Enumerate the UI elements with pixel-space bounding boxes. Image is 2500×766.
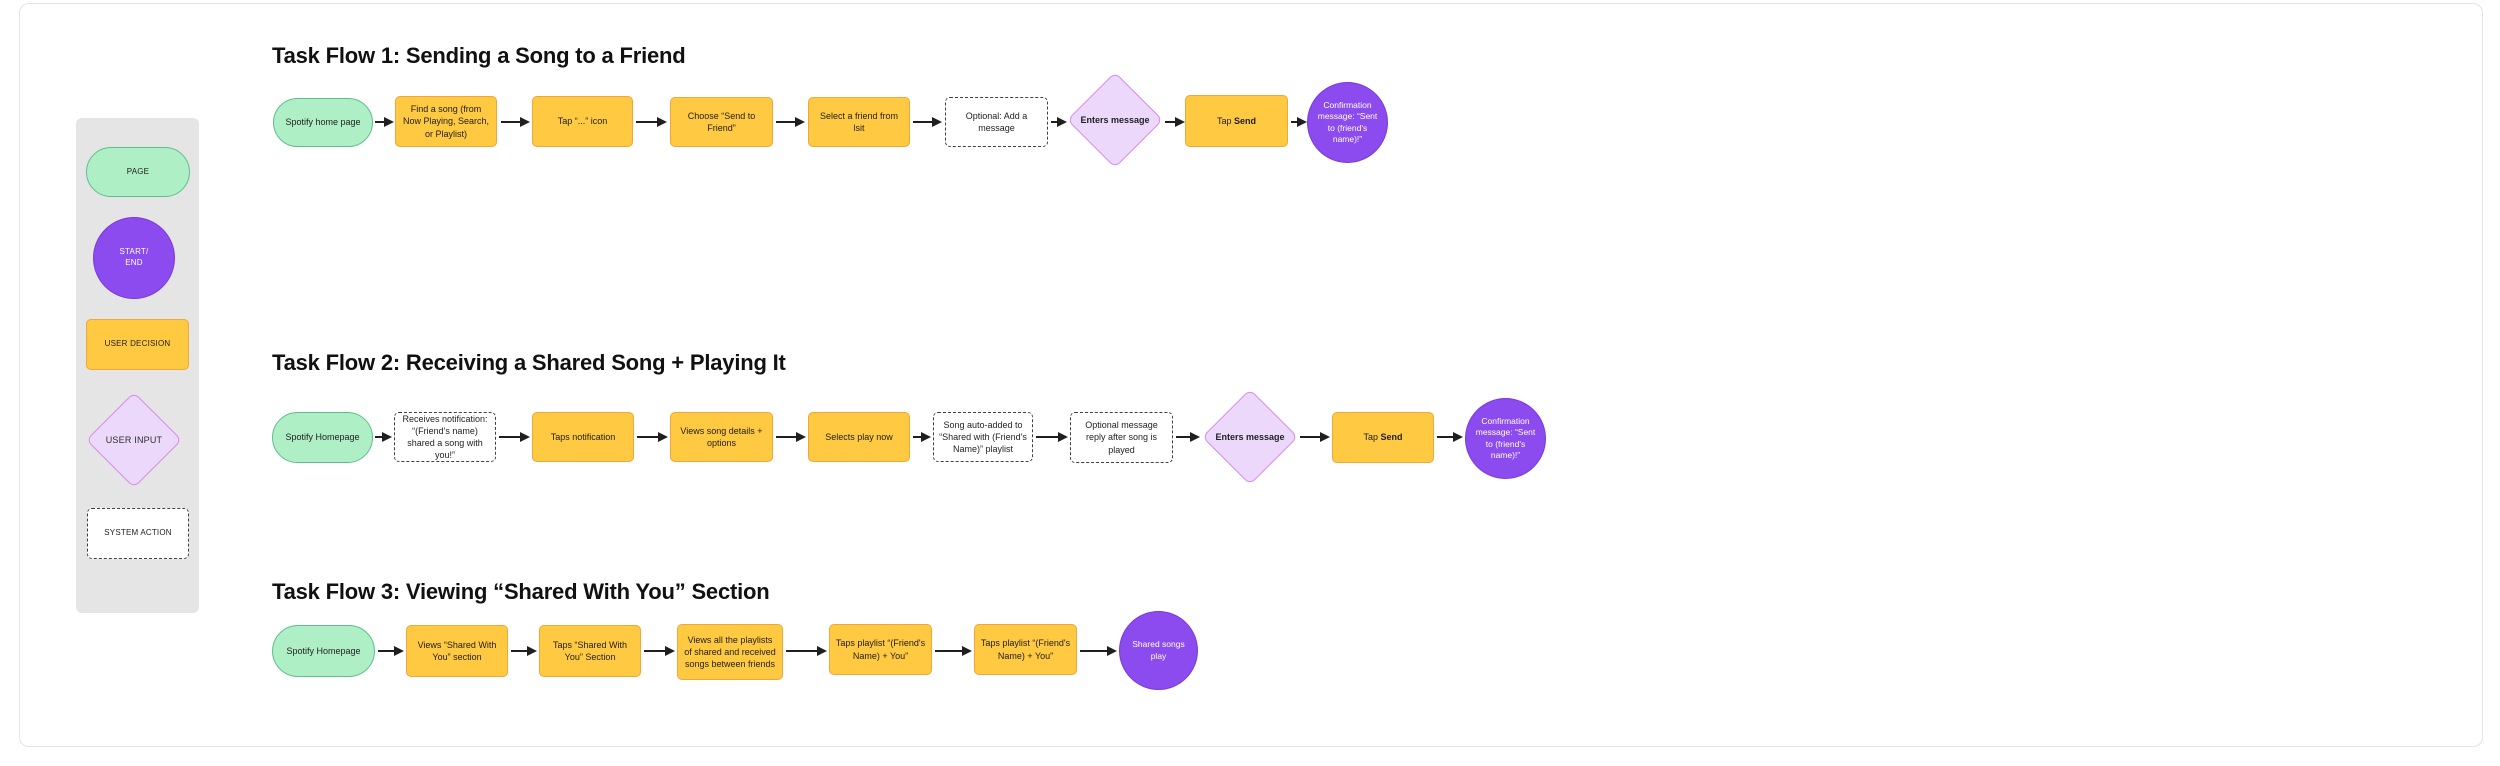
flow2-node-enters-message[interactable]: Enters message [1201, 388, 1299, 486]
flow2-node-views-song-details[interactable]: Views song details + options [670, 412, 773, 462]
flow3-node-views-shared-with-you[interactable]: Views “Shared With You” section [406, 625, 508, 677]
legend-system-action-shape[interactable]: SYSTEM ACTION [87, 508, 189, 559]
flow1-node-spotify-home-page[interactable]: Spotify home page [273, 98, 373, 147]
flow-connector-arrow[interactable] [636, 116, 667, 127]
flow1-node-enters-message[interactable]: Enters message [1066, 71, 1164, 169]
flow-connector-arrow[interactable] [644, 645, 675, 656]
flow2-title[interactable]: Task Flow 2: Receiving a Shared Song + P… [272, 350, 786, 375]
legend-panel[interactable]: PAGE START/ END USER DECISION USER INPUT… [76, 118, 199, 613]
legend-user-input-shape[interactable]: USER INPUT [85, 391, 183, 489]
flow3-node-taps-playlist-1[interactable]: Taps playlist “(Friend's Name) + You” [829, 624, 932, 675]
legend-page-shape[interactable]: PAGE [86, 147, 190, 197]
flow-connector-arrow[interactable] [511, 645, 537, 656]
legend-user-decision-shape[interactable]: USER DECISION [86, 319, 189, 370]
flow1-node-confirmation-message[interactable]: Confirmation message: “Sent to (friend's… [1307, 82, 1388, 163]
legend-start-end-shape[interactable]: START/ END [93, 217, 175, 299]
flow1-enters-message-label: Enters message [1080, 114, 1150, 125]
flow2-node-confirmation-message[interactable]: Confirmation message: “Sent to (friend's… [1465, 398, 1546, 479]
flow1-node-tap-more-icon[interactable]: Tap “...” icon [532, 96, 633, 147]
flow2-enters-message-label: Enters message [1215, 431, 1285, 442]
flow3-node-taps-playlist-2[interactable]: Taps playlist “(Friend's Name) + You” [974, 624, 1077, 675]
flow3-node-taps-shared-with-you[interactable]: Taps “Shared With You” Section [539, 625, 641, 677]
flow2-node-tap-send[interactable]: Tap Send [1332, 412, 1434, 463]
flow1-title[interactable]: Task Flow 1: Sending a Song to a Friend [272, 43, 686, 68]
tap-send-label: Tap Send [1216, 115, 1257, 126]
flow-connector-arrow[interactable] [1176, 431, 1200, 442]
flow-connector-arrow[interactable] [375, 431, 392, 442]
flow-connector-arrow[interactable] [913, 431, 931, 442]
tap-send-label: Tap Send [1363, 432, 1403, 443]
flow-connector-arrow[interactable] [1291, 116, 1307, 127]
flow3-node-spotify-homepage[interactable]: Spotify Homepage [272, 625, 375, 677]
flow-connector-arrow[interactable] [913, 116, 942, 127]
flow-connector-arrow[interactable] [499, 431, 530, 442]
flow2-node-optional-message-reply[interactable]: Optional message reply after song is pla… [1070, 412, 1173, 463]
flow-connector-arrow[interactable] [786, 645, 827, 656]
flow-connector-arrow[interactable] [1036, 431, 1068, 442]
flow-connector-arrow[interactable] [1437, 431, 1463, 442]
flow2-node-receives-notification[interactable]: Receives notification: “(Friend's name) … [394, 412, 496, 462]
flow1-node-optional-add-message[interactable]: Optional: Add a message [945, 97, 1048, 147]
flow1-node-find-a-song[interactable]: Find a song (from Now Playing, Search, o… [395, 96, 497, 147]
flow2-node-selects-play-now[interactable]: Selects play now [808, 412, 910, 462]
legend-user-input-label: USER INPUT [105, 434, 163, 445]
flow-connector-arrow[interactable] [1080, 645, 1117, 656]
flow3-title[interactable]: Task Flow 3: Viewing “Shared With You” S… [272, 579, 770, 604]
flow2-node-spotify-homepage[interactable]: Spotify Homepage [272, 412, 373, 463]
flow-connector-arrow[interactable] [1300, 431, 1330, 442]
flow-connector-arrow[interactable] [1051, 116, 1067, 127]
flow-connector-arrow[interactable] [1165, 116, 1185, 127]
flow3-node-views-all-playlists[interactable]: Views all the playlists of shared and re… [677, 624, 783, 680]
flow-connector-arrow[interactable] [375, 116, 394, 127]
flow2-node-song-auto-added[interactable]: Song auto-added to “Shared with (Friend'… [933, 412, 1033, 462]
flow3-node-shared-songs-play[interactable]: Shared songs play [1119, 611, 1198, 690]
flow-connector-arrow[interactable] [776, 431, 806, 442]
flow2-node-taps-notification[interactable]: Taps notification [532, 412, 634, 462]
flow1-node-tap-send[interactable]: Tap Send [1185, 95, 1288, 147]
flow-connector-arrow[interactable] [501, 116, 530, 127]
flow-connector-arrow[interactable] [776, 116, 805, 127]
flow-connector-arrow[interactable] [935, 645, 972, 656]
flow1-node-select-friend-from-list[interactable]: Select a friend from lsit [808, 97, 910, 147]
flow-connector-arrow[interactable] [378, 645, 404, 656]
flow1-node-choose-send-to-friend[interactable]: Choose “Send to Friend” [670, 97, 773, 147]
flow-connector-arrow[interactable] [637, 431, 668, 442]
